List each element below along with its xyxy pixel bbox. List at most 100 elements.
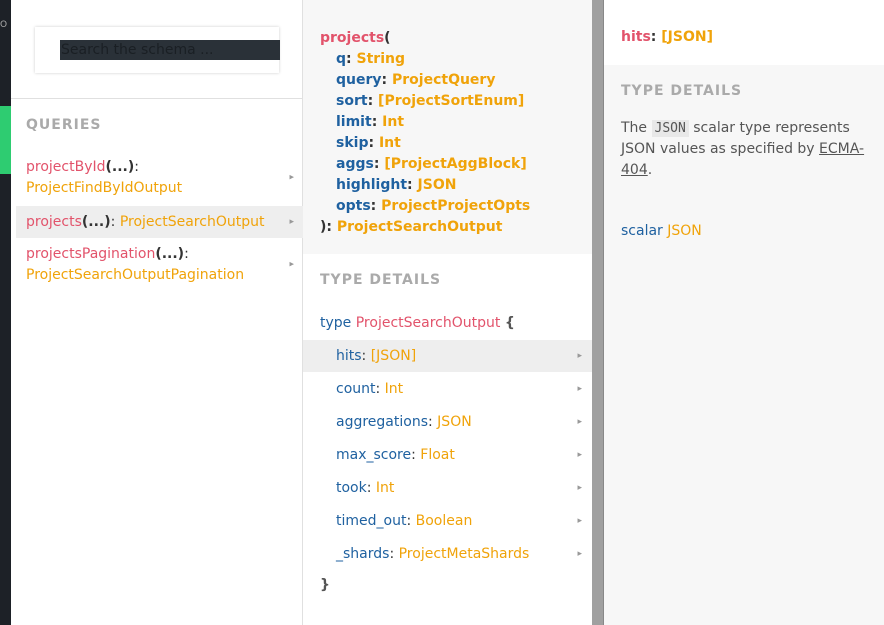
field-column: projects( q: String query: ProjectQuery … [303, 0, 592, 625]
type-field-name: aggregations [336, 414, 428, 430]
detail-column: hits: [JSON] TYPE DETAILS The JSON scala… [604, 0, 884, 625]
query-args: (...) [155, 246, 185, 262]
expand-arrow-icon: ▸ [577, 516, 582, 526]
type-field-hits[interactable]: hits: [JSON] ▸ [303, 340, 592, 372]
type-field-type-link[interactable]: [JSON] [370, 348, 417, 364]
arg-type-link[interactable]: [ProjectAggBlock] [384, 156, 527, 172]
expand-arrow-icon: ▸ [577, 351, 582, 361]
type-details-title: TYPE DETAILS [621, 83, 743, 99]
arg-skip: skip: Int [336, 135, 401, 151]
type-field-name: count [336, 381, 376, 397]
query-args: (...) [81, 214, 111, 230]
query-item-projectById[interactable]: projectById(...): ProjectFindByIdOutput … [16, 157, 303, 199]
arg-q: q: String [336, 51, 405, 67]
type-field-timed_out[interactable]: timed_out: Boolean ▸ [303, 505, 592, 537]
query-colon: : [110, 214, 116, 230]
close-brace: } [320, 577, 330, 593]
arg-query: query: ProjectQuery [336, 72, 496, 88]
type-name: ProjectSearchOutput [355, 315, 501, 331]
arg-highlight: highlight: JSON [336, 177, 457, 193]
type-field-type-link[interactable]: JSON [437, 414, 472, 430]
arg-type-link[interactable]: ProjectQuery [392, 72, 496, 88]
arg-name: opts [336, 198, 371, 214]
type-declaration: type ProjectSearchOutput { [320, 313, 515, 334]
type-field-name: _shards [336, 546, 390, 562]
column-scrollbar[interactable] [592, 0, 604, 625]
ecma-404-link[interactable]: ECMA-404 [621, 141, 865, 178]
expand-arrow-icon: ▸ [577, 417, 582, 427]
scalar-keyword: scalar [621, 223, 663, 239]
type-field-took[interactable]: took: Int ▸ [303, 472, 592, 504]
detail-header: hits: [JSON] [604, 0, 884, 65]
arg-name: limit [336, 114, 372, 130]
open-brace: { [504, 315, 515, 331]
type-field-type-link[interactable]: Boolean [415, 513, 473, 529]
query-name: projectsPagination [26, 246, 156, 262]
close-paren: ): [320, 219, 332, 235]
arg-type-link[interactable]: ProjectProjectOpts [381, 198, 531, 214]
desc-text: . [647, 162, 653, 178]
query-item-projects[interactable]: projects(...): ProjectSearchOutput ▸ [16, 206, 303, 238]
type-description: The JSON scalar type represents JSON val… [621, 118, 876, 181]
type-field-name: took [336, 480, 367, 496]
active-indicator [0, 106, 11, 174]
search-input[interactable] [60, 40, 280, 60]
divider [11, 98, 303, 99]
type-field-max_score[interactable]: max_score: Float ▸ [303, 439, 592, 471]
arg-opts: opts: ProjectProjectOpts [336, 198, 531, 214]
left-editor-strip: O [0, 0, 11, 625]
arg-limit: limit: Int [336, 114, 405, 130]
scalar-name: JSON [667, 223, 702, 239]
query-colon: : [184, 246, 189, 262]
query-name: projectById [26, 159, 106, 175]
arg-name: highlight [336, 177, 408, 193]
return-type-link[interactable]: ProjectSearchOutput [336, 219, 503, 235]
open-paren: ( [384, 30, 391, 46]
type-field-type-link[interactable]: Int [384, 381, 404, 397]
type-field-name: max_score [336, 447, 412, 463]
arg-type-link[interactable]: String [356, 51, 405, 67]
query-item-projectsPagination[interactable]: projectsPagination(...): ProjectSearchOu… [16, 244, 303, 286]
queries-column: QUERIES projectById(...): ProjectFindByI… [11, 0, 303, 625]
scalar-declaration: scalar JSON [621, 221, 702, 242]
search-box [35, 27, 280, 73]
arg-type-link[interactable]: Int [378, 135, 401, 151]
query-type-link[interactable]: ProjectSearchOutput [119, 214, 265, 230]
type-field-type-link[interactable]: ProjectMetaShards [398, 546, 530, 562]
type-field-name: hits [336, 348, 362, 364]
arg-name: query [336, 72, 382, 88]
expand-arrow-icon: ▸ [577, 384, 582, 394]
expand-arrow-icon: ▸ [289, 172, 294, 183]
arg-type-link[interactable]: JSON [417, 177, 457, 193]
arg-name: q [336, 51, 347, 67]
query-args: (...) [105, 159, 135, 175]
queries-section-title: QUERIES [26, 117, 102, 133]
expand-arrow-icon: ▸ [289, 259, 294, 270]
arg-name: aggs [336, 156, 374, 172]
arg-name: skip [336, 135, 369, 151]
arg-name: sort [336, 93, 368, 109]
query-type-link[interactable]: ProjectSearchOutputPagination [26, 267, 245, 283]
arg-type-link[interactable]: [ProjectSortEnum] [378, 93, 525, 109]
type-keyword: type [320, 315, 352, 331]
type-details-title: TYPE DETAILS [320, 272, 442, 288]
strip-text: O [0, 20, 8, 30]
expand-arrow-icon: ▸ [289, 217, 294, 227]
type-field-_shards[interactable]: _shards: ProjectMetaShards ▸ [303, 538, 592, 570]
field-name: projects [320, 30, 385, 46]
desc-code: JSON [651, 120, 689, 137]
type-field-type-link[interactable]: Float [420, 447, 455, 463]
detail-field-type-link[interactable]: [JSON] [661, 29, 713, 45]
expand-arrow-icon: ▸ [577, 483, 582, 493]
expand-arrow-icon: ▸ [577, 549, 582, 559]
query-colon: : [134, 159, 139, 175]
type-field-name: timed_out [336, 513, 407, 529]
query-type-link[interactable]: ProjectFindByIdOutput [26, 180, 183, 196]
arg-type-link[interactable]: Int [382, 114, 405, 130]
type-field-aggregations[interactable]: aggregations: JSON ▸ [303, 406, 592, 438]
arg-aggs: aggs: [ProjectAggBlock] [336, 156, 527, 172]
type-field-count[interactable]: count: Int ▸ [303, 373, 592, 405]
type-field-type-link[interactable]: Int [375, 480, 395, 496]
expand-arrow-icon: ▸ [577, 450, 582, 460]
desc-text: scalar type represents JSON values as sp… [621, 120, 850, 157]
